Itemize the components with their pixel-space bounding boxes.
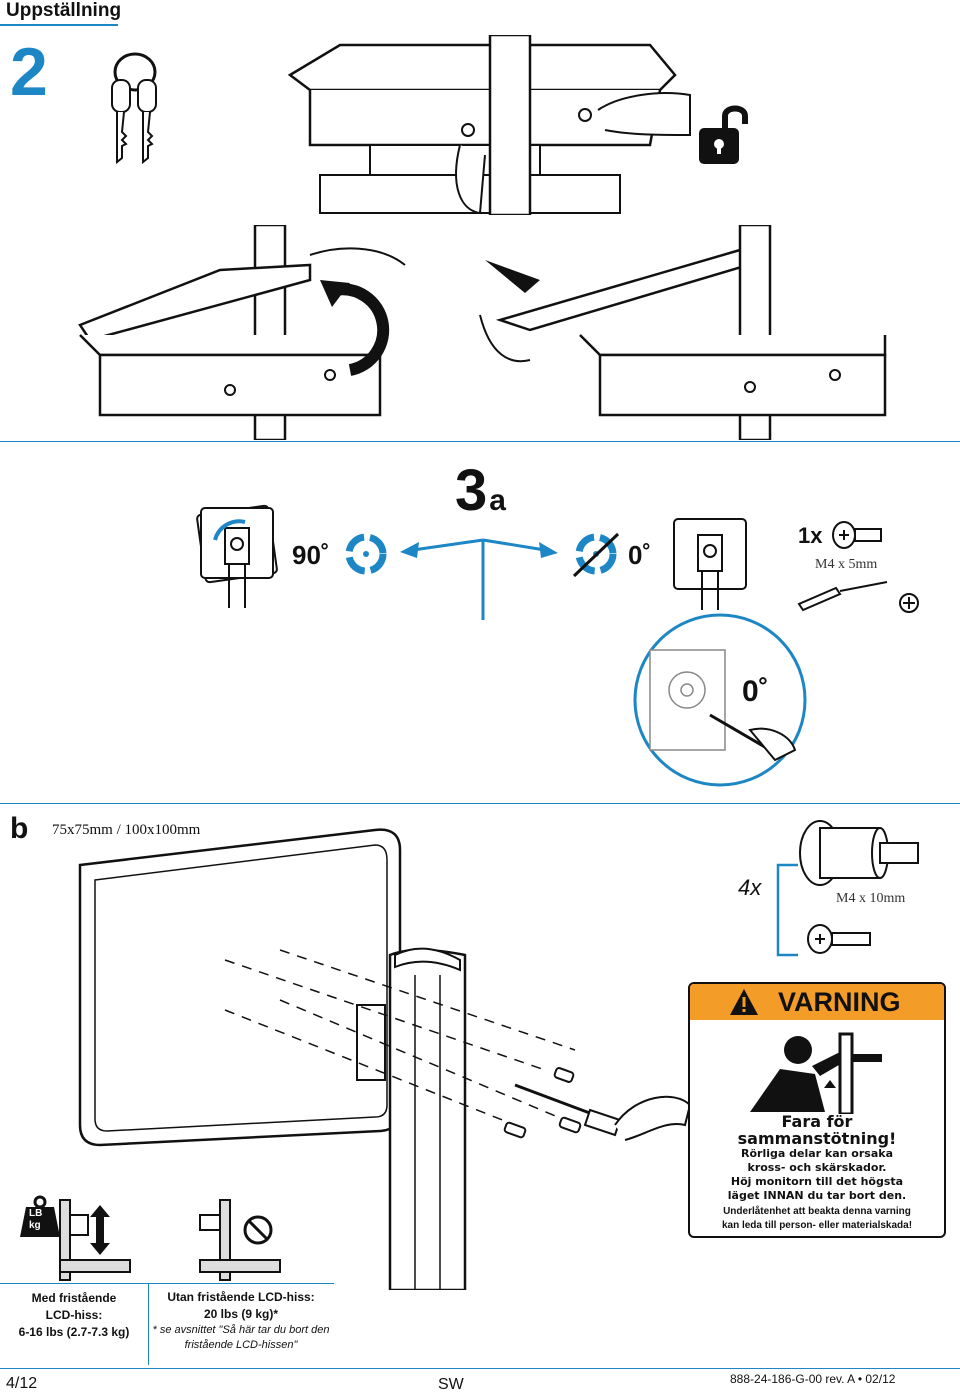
mount-plate-90-icon — [196, 504, 278, 608]
warning-label: VARNING Fara för sammanstötning! Rörliga… — [688, 982, 946, 1238]
page-title: Uppställning — [6, 0, 122, 21]
step-b-letter: b — [10, 812, 29, 845]
warning-title-1: Fara för — [781, 1112, 853, 1131]
arrows-v — [400, 538, 558, 620]
caption-with-line-3: 6-16 lbs (2.7-7.3 kg) — [18, 1325, 130, 1339]
caption-without-lift: Utan fristående LCD-hiss: 20 lbs (9 kg)*… — [148, 1283, 334, 1365]
drawer-lift-illustration — [78, 225, 887, 440]
warning-title-2: sammanstötning! — [737, 1129, 897, 1148]
warning-line-6: kan leda till person- eller materialskad… — [721, 1220, 913, 1231]
caption-with-line-2: LCD-hiss: — [45, 1308, 103, 1322]
caption-with-line-1: Med fristående — [31, 1291, 117, 1305]
step-3a-letter: a — [489, 484, 506, 517]
document-number: 888-24-186-G-00 rev. A • 02/12 — [730, 1372, 896, 1386]
warning-line-4: läget INNAN du tar bort den. — [727, 1189, 907, 1202]
large-screw-icon — [799, 820, 919, 886]
lift-with-illustration — [59, 1199, 131, 1281]
detail-magnifier — [633, 613, 807, 787]
cart-key-illustration — [287, 35, 691, 215]
rotate-icon — [345, 533, 387, 575]
unlock-icon — [699, 105, 748, 164]
no-rotate-icon — [572, 532, 620, 578]
screw-b-line — [776, 863, 798, 957]
divider-step-b — [0, 803, 960, 804]
caption-without-line-3: * se avsnittet "Så här tar du bort den — [152, 1324, 330, 1336]
weight-unit-lb: LB — [29, 1208, 43, 1219]
footer-rule — [0, 1368, 960, 1369]
caption-divider — [148, 1283, 149, 1365]
caption-without-line-1: Utan fristående LCD-hiss: — [167, 1290, 315, 1304]
language-code: SW — [438, 1376, 464, 1393]
detail-angle-label: 0˚ — [742, 675, 769, 708]
pinch-hazard-icon — [750, 1032, 882, 1114]
weight-icon — [20, 1195, 60, 1237]
step-3a-number: 3a — [455, 462, 506, 520]
divider-step-3a — [0, 441, 960, 442]
warning-line-1: Rörliga delar kan orsaka — [741, 1147, 893, 1160]
weight-unit-kg: kg — [29, 1220, 41, 1231]
page-number: 4/12 — [6, 1375, 38, 1392]
angle-0-label: 0˚ — [628, 540, 652, 570]
screw-a-spec: M4 x 5mm — [815, 557, 878, 572]
screwdriver-icon — [797, 581, 888, 612]
caption-rule-right — [148, 1283, 334, 1284]
warning-header: VARNING — [690, 984, 944, 1020]
caption-without-line-2: 20 lbs (9 kg)* — [203, 1307, 279, 1321]
warning-line-2: kross- och skärskador. — [747, 1161, 887, 1174]
step-2-number: 2 — [10, 34, 48, 110]
caption-without-line-4: fristående LCD-hissen" — [184, 1339, 298, 1351]
warning-header-text: VARNING — [778, 987, 901, 1017]
screw-icon — [832, 521, 882, 549]
screw-b-qty: 4x — [738, 875, 762, 900]
monitor-mount-illustration — [78, 828, 692, 1290]
warning-triangle-icon — [730, 989, 758, 1015]
caption-with-lift: Med fristående LCD-hiss: 6-16 lbs (2.7-7… — [0, 1283, 148, 1366]
vesa-sizes: 75x75mm / 100x100mm — [52, 822, 201, 838]
step-3a-digit: 3 — [455, 458, 488, 523]
keys-icon — [111, 52, 157, 165]
warning-line-3: Höj monitorn till det högsta — [730, 1175, 904, 1188]
phillips-icon — [899, 593, 919, 613]
angle-90-label: 90˚ — [292, 540, 330, 570]
screw-b-spec: M4 x 10mm — [836, 891, 906, 906]
warning-line-5: Underlåtenhet att beakta denna varning — [723, 1206, 911, 1217]
mount-plate-0-icon — [673, 518, 747, 610]
header-rule — [0, 24, 118, 26]
screw-a-qty: 1x — [798, 523, 823, 548]
lift-without-illustration — [199, 1199, 281, 1281]
small-screw-icon — [807, 924, 871, 954]
